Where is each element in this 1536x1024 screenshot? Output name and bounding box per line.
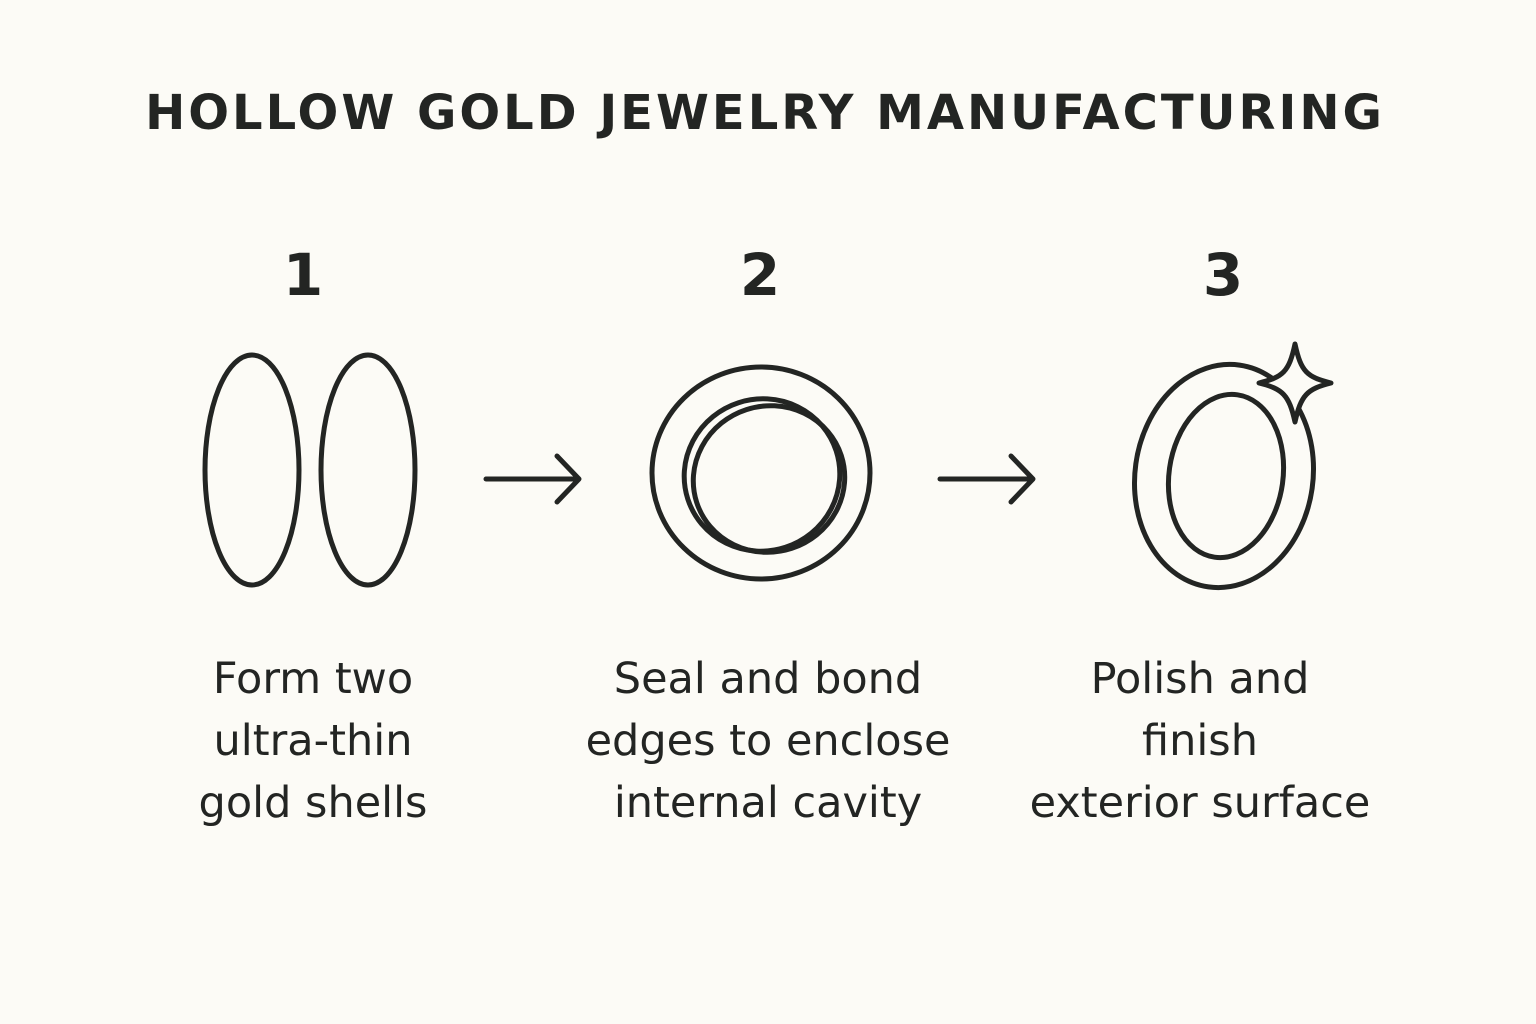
sealed-ring-icon bbox=[645, 356, 880, 591]
step-1-description: Form two ultra-thin gold shells bbox=[113, 648, 513, 834]
step-1-number: 1 bbox=[282, 241, 324, 309]
step-1-description-line: ultra-thin bbox=[213, 716, 413, 766]
step-1-description-line: Form two bbox=[212, 654, 414, 704]
step-1-description-line: gold shells bbox=[198, 778, 428, 828]
step-2-description-line: internal cavity bbox=[613, 778, 923, 828]
left-shell-icon bbox=[202, 352, 302, 588]
right-shell-icon bbox=[318, 352, 418, 588]
inner-ring-edge-icon bbox=[681, 396, 843, 554]
inner-ring-bevel-icon bbox=[690, 403, 848, 555]
sparkle-icon bbox=[1256, 341, 1334, 425]
two-shells-icon bbox=[195, 350, 425, 595]
step-2-description: Seal and bond edges to enclose internal … bbox=[568, 648, 968, 834]
step-3-description-line: exterior surface bbox=[1029, 778, 1371, 828]
polished-ring-outer-icon bbox=[1131, 361, 1317, 591]
diagram-title: HOLLOW GOLD JEWELRY MANUFACTURING bbox=[145, 85, 1385, 141]
polished-ring-inner-icon bbox=[1165, 391, 1287, 561]
step-3-description-line: finish bbox=[1142, 716, 1258, 766]
step-3-number: 3 bbox=[1202, 241, 1244, 309]
right-arrow-icon bbox=[483, 451, 582, 507]
outer-ring-edge-icon bbox=[649, 364, 873, 582]
right-arrow-icon bbox=[937, 451, 1036, 507]
step-2-number: 2 bbox=[739, 241, 781, 309]
step-3-description: Polish and finish exterior surface bbox=[1005, 648, 1395, 834]
polished-ring-sparkle-icon bbox=[1125, 338, 1345, 598]
step-2-description-line: Seal and bond bbox=[613, 654, 923, 704]
step-2-description-line: edges to enclose bbox=[585, 716, 951, 766]
step-3-description-line: Polish and bbox=[1090, 654, 1310, 704]
